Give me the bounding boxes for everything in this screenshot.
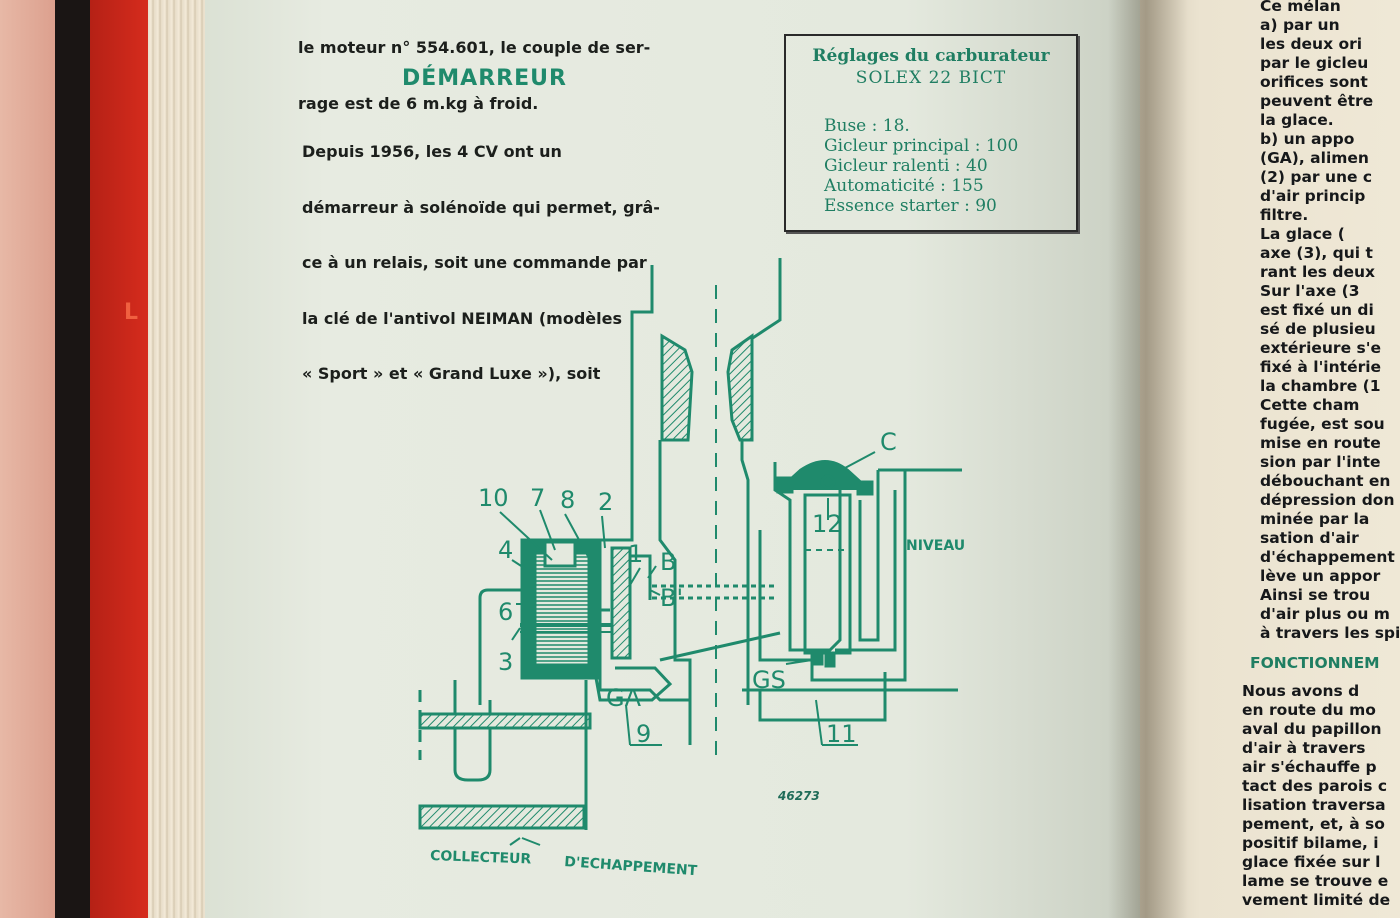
text-line: les deux ori xyxy=(1260,35,1363,53)
text-line: extérieure s'e xyxy=(1260,339,1381,357)
text-line: mise en route xyxy=(1260,434,1381,452)
label-niveau: NIVEAU xyxy=(906,538,965,554)
text-line: d'air princip xyxy=(1260,187,1366,205)
text-line: à travers les spi xyxy=(1260,624,1400,642)
spec-model: SOLEX 22 BICT xyxy=(855,68,1007,88)
text-line: la clé de l'antivol NEIMAN (modèles xyxy=(302,308,622,328)
section-heading: DÉMARREUR xyxy=(402,66,567,91)
label-7: 7 xyxy=(530,484,545,512)
text-line: sation d'air xyxy=(1260,529,1359,547)
caption-collecteur: COLLECTEUR xyxy=(430,848,532,868)
label-8: 8 xyxy=(560,486,575,514)
text-line: air s'échauffe p xyxy=(1242,758,1377,776)
label-12: 12 xyxy=(812,510,843,538)
text-line: glace fixée sur l xyxy=(1242,853,1381,871)
intro-text: le moteur n° 554.601, le couple de ser- … xyxy=(298,2,650,132)
text-line: a) par un xyxy=(1260,16,1340,34)
text-line: Depuis 1956, les 4 CV ont un xyxy=(302,142,562,161)
text-line: ce à un relais, soit une commande par xyxy=(302,253,647,272)
text-line: peuvent être xyxy=(1260,92,1374,110)
label-GA: GA xyxy=(606,684,642,712)
label-10: 10 xyxy=(478,484,509,512)
text-line: positif bilame, i xyxy=(1242,834,1379,852)
text-line: dépression don xyxy=(1260,491,1395,509)
label-6: 6 xyxy=(498,598,513,626)
text-line: vement limité de xyxy=(1242,891,1391,909)
spec-title: Réglages du carburateur xyxy=(812,46,1050,66)
text-line: Ainsi se trou xyxy=(1260,586,1371,604)
text-line: b) un appo xyxy=(1260,130,1355,148)
paragraph: Depuis 1956, les 4 CV ont un démarreur à… xyxy=(302,106,660,402)
book-cover: L xyxy=(0,0,150,918)
text-line: lame se trouve e xyxy=(1242,872,1389,890)
text-line: le moteur n° 554.601, le couple de ser- xyxy=(298,38,651,57)
left-page xyxy=(205,0,1140,918)
text-line: filtre. xyxy=(1260,206,1309,224)
caption-echappement: D'ECHAPPEMENT xyxy=(564,854,698,879)
spec-line: Buse : 18. xyxy=(824,116,910,136)
spec-line: Essence starter : 90 xyxy=(824,196,997,216)
label-11: 11 xyxy=(826,720,857,748)
page-edges xyxy=(148,0,214,918)
label-B: B xyxy=(660,548,676,576)
spec-line: Gicleur ralenti : 40 xyxy=(824,156,988,176)
book-gutter xyxy=(1108,0,1188,918)
carburetor-diagram: 10 7 8 2 4 6 3 1 B B' C 12 NIVEAU GS GA … xyxy=(418,258,965,879)
text-line: la glace. xyxy=(1260,111,1334,129)
label-C: C xyxy=(880,428,897,456)
right-section-heading: FONCTIONNEM xyxy=(1250,654,1380,672)
diagram-lines xyxy=(418,258,962,846)
text-line: d'air à travers xyxy=(1242,739,1366,757)
label-1: 1 xyxy=(628,540,643,568)
text-line: d'échappement xyxy=(1260,548,1395,566)
text-line: d'air plus ou m xyxy=(1260,605,1390,623)
label-3: 3 xyxy=(498,648,513,676)
text-line: pement, et, à so xyxy=(1242,815,1385,833)
label-2: 2 xyxy=(598,488,613,516)
text-line: par le gicleu xyxy=(1260,54,1369,72)
text-line: Sur l'axe (3 xyxy=(1260,282,1360,300)
text-line: aval du papillon xyxy=(1242,720,1382,738)
text-line: rage est de 6 m.kg à froid. xyxy=(298,93,539,113)
text-line: Cette cham xyxy=(1260,396,1360,414)
text-line: est fixé un di xyxy=(1260,301,1374,319)
text-line: débouchant en xyxy=(1260,472,1391,490)
text-line: tact des parois c xyxy=(1242,777,1388,795)
text-line: axe (3), qui t xyxy=(1260,244,1373,262)
text-line: Nous avons d xyxy=(1242,682,1360,700)
text-line: Ce mélan xyxy=(1260,0,1341,15)
text-line: la chambre (1 xyxy=(1260,377,1381,395)
text-line: lève un appor xyxy=(1260,567,1381,585)
text-line: (GA), alimen xyxy=(1260,149,1369,167)
text-line: orifices sont xyxy=(1260,73,1368,91)
label-4: 4 xyxy=(498,536,513,564)
text-line: « Sport » et « Grand Luxe »), soit xyxy=(302,364,601,383)
text-line: minée par la xyxy=(1260,510,1370,528)
carburetor-settings-box: Réglages du carburateur SOLEX 22 BICT Bu… xyxy=(784,34,1078,232)
spec-line: Automaticité : 155 xyxy=(824,176,984,196)
figure-reference: 46273 xyxy=(777,789,820,803)
text-line: sion par l'inte xyxy=(1260,453,1381,471)
text-line: La glace ( xyxy=(1260,225,1345,243)
text-line: en route du mo xyxy=(1242,701,1376,719)
text-line: lisation traversa xyxy=(1242,796,1386,814)
label-GS: GS xyxy=(752,666,786,694)
text-line: démarreur à solénoïde qui permet, grâ- xyxy=(302,197,660,217)
text-line: sé de plusieu xyxy=(1260,320,1376,338)
text-line: fugée, est sou xyxy=(1260,415,1385,433)
text-line: fixé à l'intérie xyxy=(1260,358,1382,376)
spec-line: Gicleur principal : 100 xyxy=(824,136,1019,156)
text-line: (2) par une c xyxy=(1260,168,1373,186)
label-9: 9 xyxy=(636,720,651,748)
text-line: rant les deux xyxy=(1260,263,1376,281)
label-B-prime: B' xyxy=(660,584,683,612)
cover-letter: L xyxy=(124,300,139,325)
